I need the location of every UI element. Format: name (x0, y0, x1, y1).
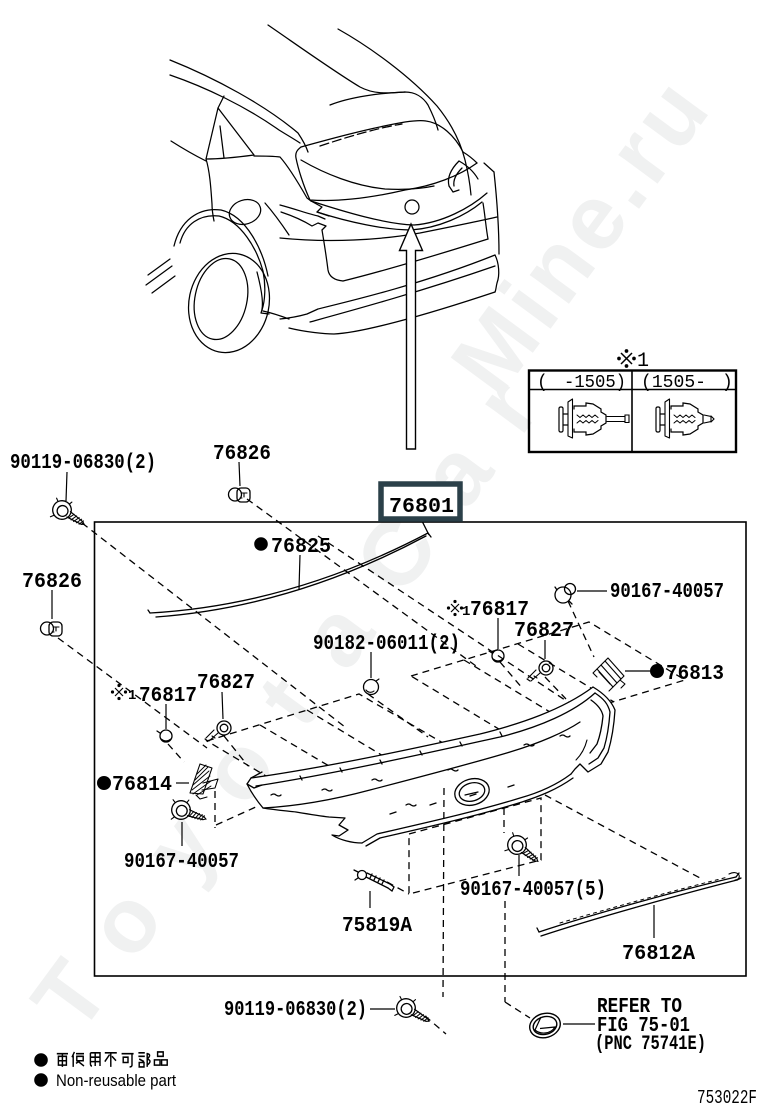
svg-text:76827: 76827 (197, 672, 255, 695)
svg-text:(1505-: (1505- (641, 373, 706, 393)
svg-text:753022F: 753022F (697, 1087, 757, 1109)
svg-text:90119-06830(2): 90119-06830(2) (10, 452, 156, 475)
svg-text:Non-reusable part: Non-reusable part (56, 1071, 176, 1090)
svg-text:76817: 76817 (470, 599, 529, 622)
svg-text:76812A: 76812A (622, 943, 695, 966)
svg-text:1: 1 (637, 350, 649, 373)
svg-text:90167-40057: 90167-40057 (124, 851, 239, 874)
svg-text:FIG 75-01: FIG 75-01 (597, 1015, 690, 1038)
svg-text:76817: 76817 (139, 685, 197, 708)
svg-text:REFER TO: REFER TO (597, 996, 682, 1019)
svg-text:(PNC 75741E): (PNC 75741E) (595, 1033, 706, 1056)
svg-text:(: ( (537, 373, 548, 393)
svg-text:76814: 76814 (112, 774, 172, 797)
svg-text:76813: 76813 (666, 663, 724, 686)
svg-text:75819A: 75819A (342, 915, 412, 938)
svg-text:-1505): -1505) (564, 373, 626, 393)
svg-text:): ) (722, 373, 733, 393)
svg-text:90167-40057(5): 90167-40057(5) (460, 879, 606, 902)
svg-text:76827: 76827 (514, 620, 574, 643)
svg-text:76801: 76801 (389, 496, 454, 519)
svg-text:76825: 76825 (271, 536, 331, 559)
svg-text:90119-06830(2): 90119-06830(2) (224, 999, 367, 1022)
svg-text:90182-06011(2): 90182-06011(2) (313, 633, 460, 656)
svg-text:90167-40057: 90167-40057 (610, 581, 724, 604)
svg-text:Mine.ru: Mine.ru (432, 62, 728, 412)
svg-text:76826: 76826 (22, 571, 82, 594)
svg-text:76826: 76826 (213, 443, 271, 466)
svg-text:1: 1 (462, 604, 470, 620)
svg-text:1: 1 (128, 688, 136, 704)
